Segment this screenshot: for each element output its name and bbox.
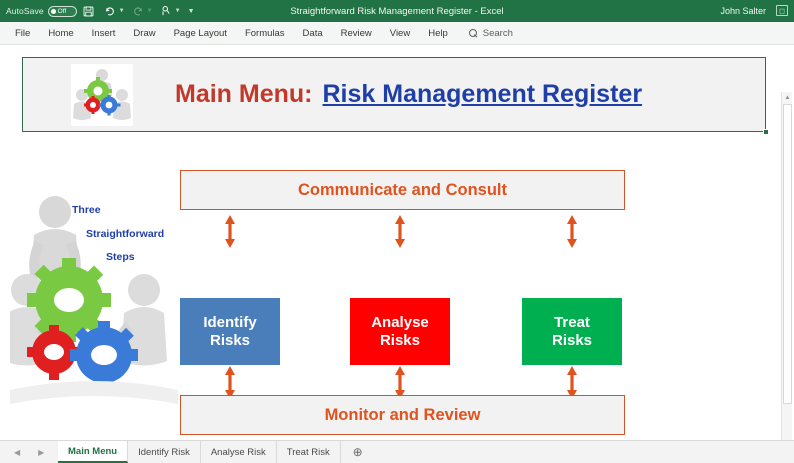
double-headed-vertical-arrow-icon — [394, 215, 406, 248]
sheet-tab-bar: ◀ ▶ Main Menu Identify Risk Analyse Risk… — [0, 440, 794, 463]
ribbon-tab-data[interactable]: Data — [302, 27, 323, 39]
title-bar: AutoSave Off ▼ — [0, 0, 794, 22]
quick-access-toolbar: AutoSave Off ▼ — [0, 0, 195, 22]
redo-dropdown-chevron-icon: ▼ — [146, 8, 153, 14]
treat-risks-box[interactable]: Treat Risks — [522, 298, 622, 365]
sheet-tab-main-menu[interactable]: Main Menu — [58, 441, 129, 463]
ribbon-tab-insert[interactable]: Insert — [91, 27, 116, 39]
caption-line-steps: Steps — [106, 251, 135, 263]
selection-handle[interactable] — [762, 128, 769, 135]
identify-risks-line1: Identify — [203, 313, 257, 331]
double-headed-vertical-arrow-icon — [566, 366, 578, 399]
restore-window-icon[interactable]: ◻ — [776, 5, 788, 16]
undo-arrow-icon[interactable] — [101, 1, 119, 21]
ribbon-tab-file[interactable]: File — [15, 27, 31, 39]
add-sheet-button[interactable]: ⊕ — [352, 445, 363, 459]
ribbon-tab-help[interactable]: Help — [428, 27, 448, 39]
treat-risks-label: Treat Risks — [552, 314, 592, 349]
risk-management-register-link[interactable]: Risk Management Register — [322, 80, 643, 108]
analyse-risks-line2: Risks — [379, 331, 420, 349]
treat-risks-line1: Treat — [554, 313, 590, 331]
caption-line-three: Three — [72, 204, 101, 216]
three-people-holding-gears-illustration: Three Straightforward Steps — [4, 185, 178, 435]
identify-risks-line2: Risks — [209, 331, 251, 349]
double-headed-vertical-arrow-icon — [566, 215, 578, 248]
save-floppy-icon[interactable] — [80, 1, 98, 21]
ribbon-tab-view[interactable]: View — [389, 27, 411, 39]
main-menu-banner[interactable]: Main Menu: Risk Management Register — [22, 57, 769, 135]
vertical-scrollbar[interactable]: ▲ ▼ — [781, 92, 792, 440]
identify-risks-box[interactable]: Identify Risks — [180, 298, 280, 365]
undo-dropdown-chevron-icon[interactable]: ▼ — [118, 8, 125, 14]
risk-process-diagram: Communicate and Consult Identify Risks A… — [180, 170, 625, 435]
ribbon-tab-bar: File Home Insert Draw Page Layout Formul… — [0, 22, 794, 45]
illustration-caption: Three Straightforward Steps — [10, 185, 178, 435]
autosave-state-label: Off — [57, 7, 67, 15]
ribbon-tab-review[interactable]: Review — [340, 27, 372, 39]
autosave-knob-icon — [50, 8, 56, 14]
ribbon-tab-draw[interactable]: Draw — [133, 27, 156, 39]
monitor-and-review-label: Monitor and Review — [324, 405, 481, 424]
search-box[interactable]: Search — [457, 28, 513, 39]
identify-risks-label: Identify Risks — [203, 314, 256, 349]
sheet-tab-analyse-risk[interactable]: Analyse Risk — [201, 441, 277, 463]
redo-arrow-icon — [129, 1, 147, 21]
search-input[interactable]: Search — [482, 27, 513, 39]
scroll-up-arrow-icon[interactable]: ▲ — [784, 94, 791, 101]
treat-risks-line2: Risks — [551, 331, 593, 349]
autosave-toggle[interactable]: Off — [47, 5, 77, 17]
page-title: Main Menu: Risk Management Register — [175, 80, 642, 109]
ribbon-tab-home[interactable]: Home — [48, 27, 74, 39]
communicate-and-consult-box[interactable]: Communicate and Consult — [180, 170, 625, 210]
sheet-nav-buttons: ◀ ▶ — [0, 441, 58, 463]
customize-qat-chevron-icon[interactable]: ▼ — [187, 7, 195, 15]
ribbon-tab-formulas[interactable]: Formulas — [244, 27, 285, 39]
worksheet-canvas[interactable]: Main Menu: Risk Management Register — [0, 45, 794, 440]
analyse-risks-box[interactable]: Analyse Risks — [350, 298, 450, 365]
monitor-and-review-box[interactable]: Monitor and Review — [180, 395, 625, 435]
caption-line-straightforward: Straightforward — [86, 228, 165, 240]
analyse-risks-line1: Analyse — [371, 313, 429, 331]
search-icon — [468, 28, 478, 38]
touch-mouse-mode-icon[interactable] — [157, 1, 175, 21]
three-people-gears-logo — [71, 63, 133, 126]
sheet-tab-identify-risk[interactable]: Identify Risk — [128, 441, 201, 463]
next-sheet-arrow-icon[interactable]: ▶ — [38, 447, 45, 457]
scrollbar-thumb[interactable] — [783, 104, 792, 404]
double-headed-vertical-arrow-icon — [394, 366, 406, 399]
analyse-risks-label: Analyse Risks — [371, 314, 429, 349]
user-account-name[interactable]: John Salter — [720, 6, 766, 16]
double-headed-vertical-arrow-icon — [224, 215, 236, 248]
autosave-label: AutoSave — [6, 6, 44, 16]
ribbon-tab-page-layout[interactable]: Page Layout — [173, 27, 227, 39]
sheet-tab-treat-risk[interactable]: Treat Risk — [277, 441, 341, 463]
communicate-and-consult-label: Communicate and Consult — [297, 180, 507, 199]
banner-prefix: Main Menu: — [175, 80, 313, 108]
touch-mode-dropdown-chevron-icon[interactable]: ▼ — [174, 8, 181, 14]
previous-sheet-arrow-icon[interactable]: ◀ — [14, 447, 21, 457]
double-headed-vertical-arrow-icon — [224, 366, 236, 399]
